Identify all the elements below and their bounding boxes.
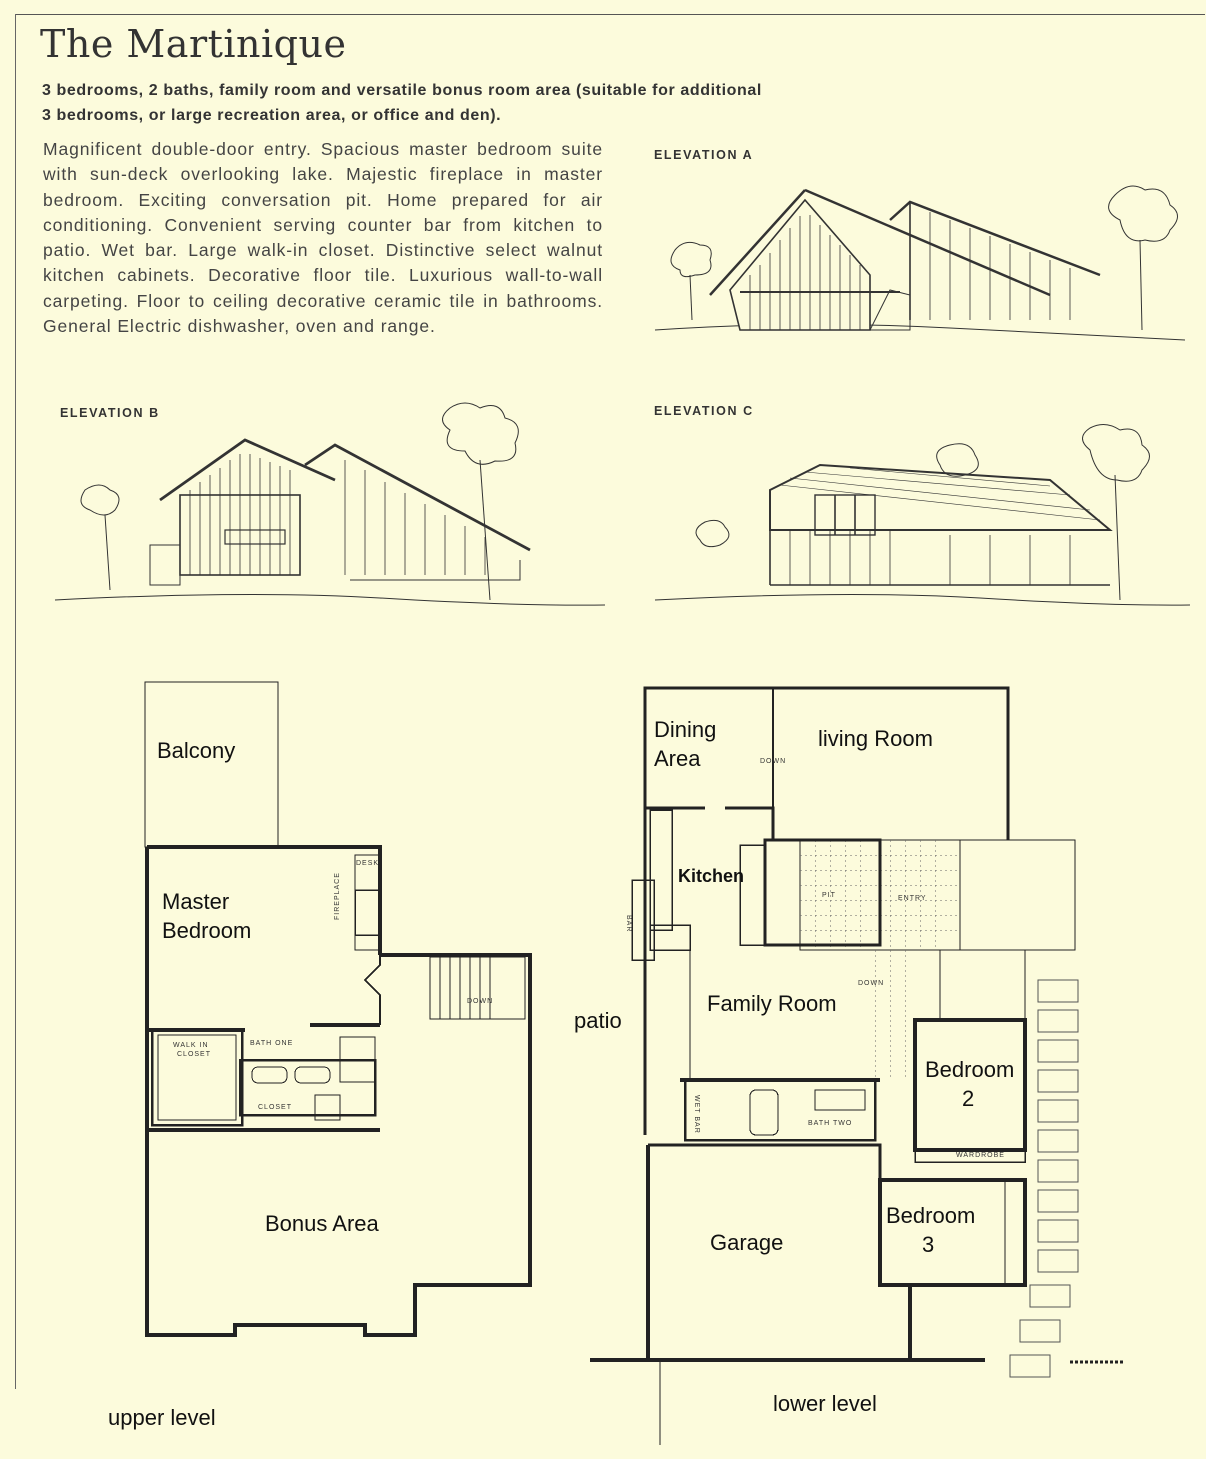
fireplace-label: FIREPLACE [334,872,341,920]
entry-label: ENTRY [898,895,927,902]
lower-level-plan [590,686,1125,1445]
dining-area-label-line1: Dining [654,717,717,742]
upper-down-label: DOWN [467,998,494,1005]
bath-two-label: BATH TWO [808,1120,853,1127]
elevation-c-drawing [654,424,1191,606]
walk-in-closet-label-line1: WALK IN [173,1042,209,1049]
description-paragraph: Magnificent double-door entry. Spacious … [43,139,603,337]
elevation-b-label: ELEVATION B [60,406,160,420]
top-rule [15,14,1205,15]
pit-label: PIT [822,892,836,899]
bedroom-3-label-line2: 3 [922,1232,935,1257]
master-bedroom-label-line1: Master [162,889,230,914]
family-room-label: Family Room [707,991,837,1016]
balcony-label: Balcony [157,738,236,763]
garage-label: Garage [710,1230,784,1255]
closet-label: CLOSET [258,1104,293,1111]
master-bedroom-label-line2: Bedroom [162,918,252,943]
living-room-label: living Room [818,726,933,751]
bedroom-3-label-line1: Bedroom [886,1203,976,1228]
bonus-area-label: Bonus Area [265,1211,379,1236]
lower-level-caption: lower level [773,1391,877,1416]
elevation-a-label: ELEVATION A [654,148,754,162]
desk-label: DESK [356,860,380,867]
dining-area-label-line2: Area [654,746,701,771]
bedroom-2-label-line1: Bedroom [925,1057,1015,1082]
walk-in-closet-label-line2: CLOSET [177,1051,212,1058]
upper-level-plan [144,681,532,1337]
elevation-b-drawing [54,402,606,606]
left-rule [15,14,16,1389]
upper-level-caption: upper level [108,1405,216,1430]
family-down-label: DOWN [858,980,885,987]
bath-one-label: BATH ONE [250,1040,294,1047]
patio-label: patio [574,1008,622,1033]
bar-label: BAR [625,915,632,933]
kitchen-label: Kitchen [678,866,745,886]
wardrobe-label: WARDROBE [956,1152,1005,1159]
elevation-a-drawing [654,185,1186,341]
bedroom-2-label-line2: 2 [962,1086,975,1111]
page-title: The Martinique [40,22,347,66]
page-subtitle: 3 bedrooms, 2 baths, family room and ver… [42,82,762,124]
wet-bar-label: WET BAR [693,1095,700,1134]
elevation-c-label: ELEVATION C [654,404,754,418]
living-down-label: DOWN [760,758,787,765]
